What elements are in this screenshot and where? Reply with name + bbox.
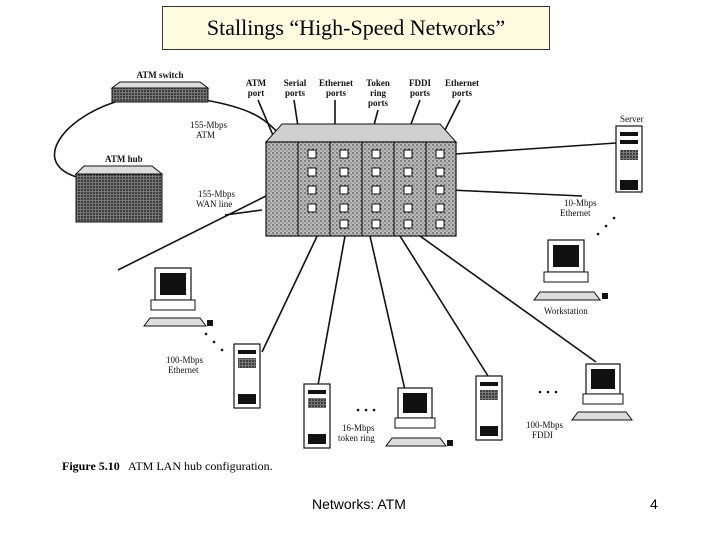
label-eth100-1: 100-Mbps: [166, 355, 203, 365]
port-label-atm-1: ATM: [246, 78, 267, 88]
slide-title-box: Stallings “High-Speed Networks”: [162, 6, 550, 50]
link-fddi-1: [399, 235, 489, 377]
workstation-fddi: [571, 363, 633, 421]
port-pointer-atm: [257, 99, 276, 141]
tower-fddi: [475, 375, 503, 441]
link-switch-hub-atm: [204, 99, 281, 136]
label-eth100-2: Ethernet: [168, 365, 199, 375]
link-server: [454, 142, 617, 155]
port-label-serial-1: Serial: [284, 78, 307, 88]
port-label-fddi-1: FDDI: [409, 78, 431, 88]
figure-caption: ATM LAN hub configuration.: [128, 459, 273, 473]
figure-number: Figure 5.10: [62, 459, 120, 473]
atm-hub: [74, 165, 164, 223]
link-atm-switch-hub: [53, 101, 116, 179]
port-label-eth-2: ports: [326, 88, 346, 98]
label-fddi100-1: 100-Mbps: [526, 420, 563, 430]
label-eth10-1: 10-Mbps: [564, 198, 597, 208]
label-server: Server: [620, 114, 644, 124]
slide-title: Stallings “High-Speed Networks”: [206, 15, 506, 40]
label-wan155-1: 155-Mbps: [198, 189, 235, 199]
label-atm-switch: ATM switch: [136, 70, 183, 80]
link-lines: [53, 99, 617, 391]
label-eth10-2: Ethernet: [560, 208, 591, 218]
label-token16-1: 16-Mbps: [342, 423, 375, 433]
port-label-eth2-1: Ethernet: [445, 78, 479, 88]
label-workstation: Workstation: [544, 306, 588, 316]
atm-lan-hub: [264, 123, 458, 237]
workstation-left: [143, 267, 213, 327]
link-fddi-2: [419, 235, 597, 363]
label-token16-2: token ring: [338, 433, 375, 443]
tower-token: [303, 383, 331, 449]
link-token-1: [317, 235, 346, 386]
server-tower: [615, 125, 643, 193]
workstation-token: [385, 387, 453, 447]
label-fddi100-2: FDDI: [532, 430, 553, 440]
label-atm155-2: ATM: [196, 130, 215, 140]
port-label-serial-2: ports: [285, 88, 305, 98]
label-wan155-2: WAN line: [196, 199, 232, 209]
port-label-token-1: Token: [366, 78, 390, 88]
workstation-right: [533, 239, 608, 301]
port-label-eth-1: Ethernet: [319, 78, 353, 88]
page-number: 4: [650, 496, 658, 512]
port-label-fddi-2: ports: [410, 88, 430, 98]
atm-switch: [110, 81, 210, 103]
label-atm-hub: ATM hub: [105, 154, 143, 164]
port-label-token-3: ports: [368, 98, 388, 108]
link-token-2: [369, 235, 406, 391]
link-eth100: [261, 229, 321, 353]
port-label-token-2: ring: [370, 88, 387, 98]
footer-center: Networks: ATM: [312, 496, 406, 512]
label-atm155-1: 155-Mbps: [190, 120, 227, 130]
continuation-dots: [204, 216, 616, 412]
port-label-eth2-2: ports: [452, 88, 472, 98]
port-label-atm-2: port: [248, 88, 265, 98]
tower-eth100: [233, 343, 261, 409]
link-eth10: [449, 189, 583, 197]
